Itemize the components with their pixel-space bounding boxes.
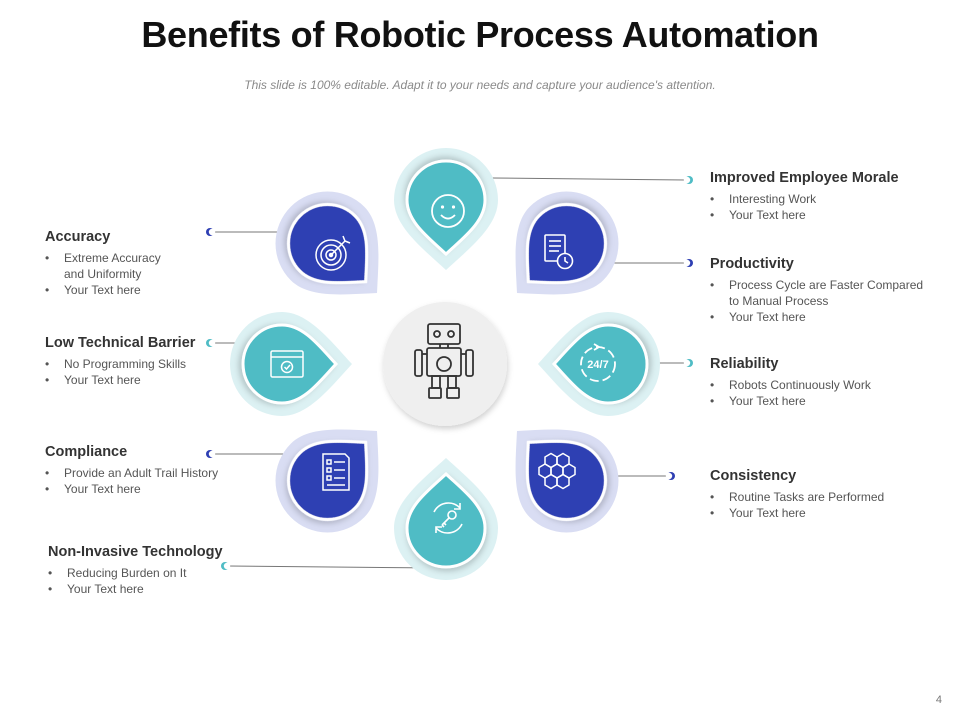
24-7-icon: 24/7 [580,343,616,382]
bullet-item: Your Text here [710,393,950,409]
hub [383,302,507,426]
bullet-item: No Programming Skills [45,356,220,372]
bullet-item: Your Text here [710,309,925,325]
bullet-item: Your Text here [710,505,950,521]
24-7-label: 24/7 [587,359,608,371]
slide-title: Benefits of Robotic Process Automation [141,14,819,55]
slide-subtitle: This slide is 100% editable. Adapt it to… [244,78,716,92]
hexagon-cells-icon [538,452,576,490]
benefit-title: Non-Invasive Technology [48,544,223,560]
benefit-title: Low Technical Barrier [45,335,196,351]
benefit-title: Compliance [45,444,128,460]
bullet-item: Extreme Accuracy and Uniformity [45,250,180,282]
bullet-item: Robots Continuously Work [710,377,950,393]
document-clock-icon [544,234,574,270]
target-arrow-icon [315,235,351,271]
key-refresh-icon [433,502,463,534]
bullet-item: Provide an Adult Trail History [45,465,255,481]
benefit-non-invasive-technology: Non-Invasive Technology Reducing Burden … [48,544,268,597]
bullet-item: Your Text here [45,481,255,497]
dot-accuracy [206,228,216,236]
bullet-item: Interesting Work [710,191,950,207]
robot-icon [414,323,474,399]
benefit-compliance: Compliance Provide an Adult Trail Histor… [45,444,255,497]
benefit-bullets: Process Cycle are Faster Compared to Man… [710,277,925,325]
petal-non-invasive-technology [394,458,498,580]
dot-reliability [683,359,693,367]
dot-productivity [683,259,693,267]
browser-check-icon [270,350,304,378]
benefit-title: Consistency [710,468,797,484]
dot-compliance [206,450,216,458]
bullet-item: Your Text here [45,372,220,388]
benefit-bullets: Provide an Adult Trail History Your Text… [45,465,255,497]
connector-improved-employee-morale [491,177,687,181]
benefit-bullets: Reducing Burden on It Your Text here [48,565,268,597]
benefit-accuracy: Accuracy Extreme Accuracy and Uniformity… [45,229,180,298]
petal-compliance [275,429,379,533]
benefit-title: Accuracy [45,229,111,245]
page-number: 4 [935,694,942,706]
dot-low-technical-barrier [206,339,216,347]
benefit-title: Improved Employee Morale [710,170,899,186]
benefit-title: Reliability [710,356,779,372]
petal-low-technical-barrier [230,312,352,416]
checklist-icon [322,453,350,491]
petal-reliability [538,312,660,416]
benefit-low-technical-barrier: Low Technical Barrier No Programming Ski… [45,335,220,388]
benefit-bullets: Robots Continuously Work Your Text here [710,377,950,409]
benefit-consistency: Consistency Routine Tasks are Performed … [710,468,950,521]
bullet-item: Your Text here [710,207,950,223]
benefit-bullets: Interesting Work Your Text here [710,191,950,223]
petal-consistency [515,429,619,533]
bullet-item: Your Text here [48,581,268,597]
smiley-icon [431,194,465,228]
benefit-improved-employee-morale: Improved Employee Morale Interesting Wor… [710,170,950,223]
benefit-title: Productivity [710,256,794,272]
bullet-item: Process Cycle are Faster Compared to Man… [710,277,925,309]
benefit-bullets: Routine Tasks are Performed Your Text he… [710,489,950,521]
petal-improved-employee-morale [394,148,498,270]
petal-productivity [515,191,619,295]
benefit-reliability: Reliability Robots Continuously Work You… [710,356,950,409]
bullet-item: Your Text here [45,282,180,298]
benefit-productivity: Productivity Process Cycle are Faster Co… [710,256,925,325]
bullet-item: Routine Tasks are Performed [710,489,950,505]
benefit-bullets: No Programming Skills Your Text here [45,356,220,388]
dot-improved-employee-morale [683,176,693,184]
benefit-bullets: Extreme Accuracy and Uniformity Your Tex… [45,250,180,298]
petal-accuracy [275,191,379,295]
dot-consistency [665,472,675,480]
bullet-item: Reducing Burden on It [48,565,268,581]
